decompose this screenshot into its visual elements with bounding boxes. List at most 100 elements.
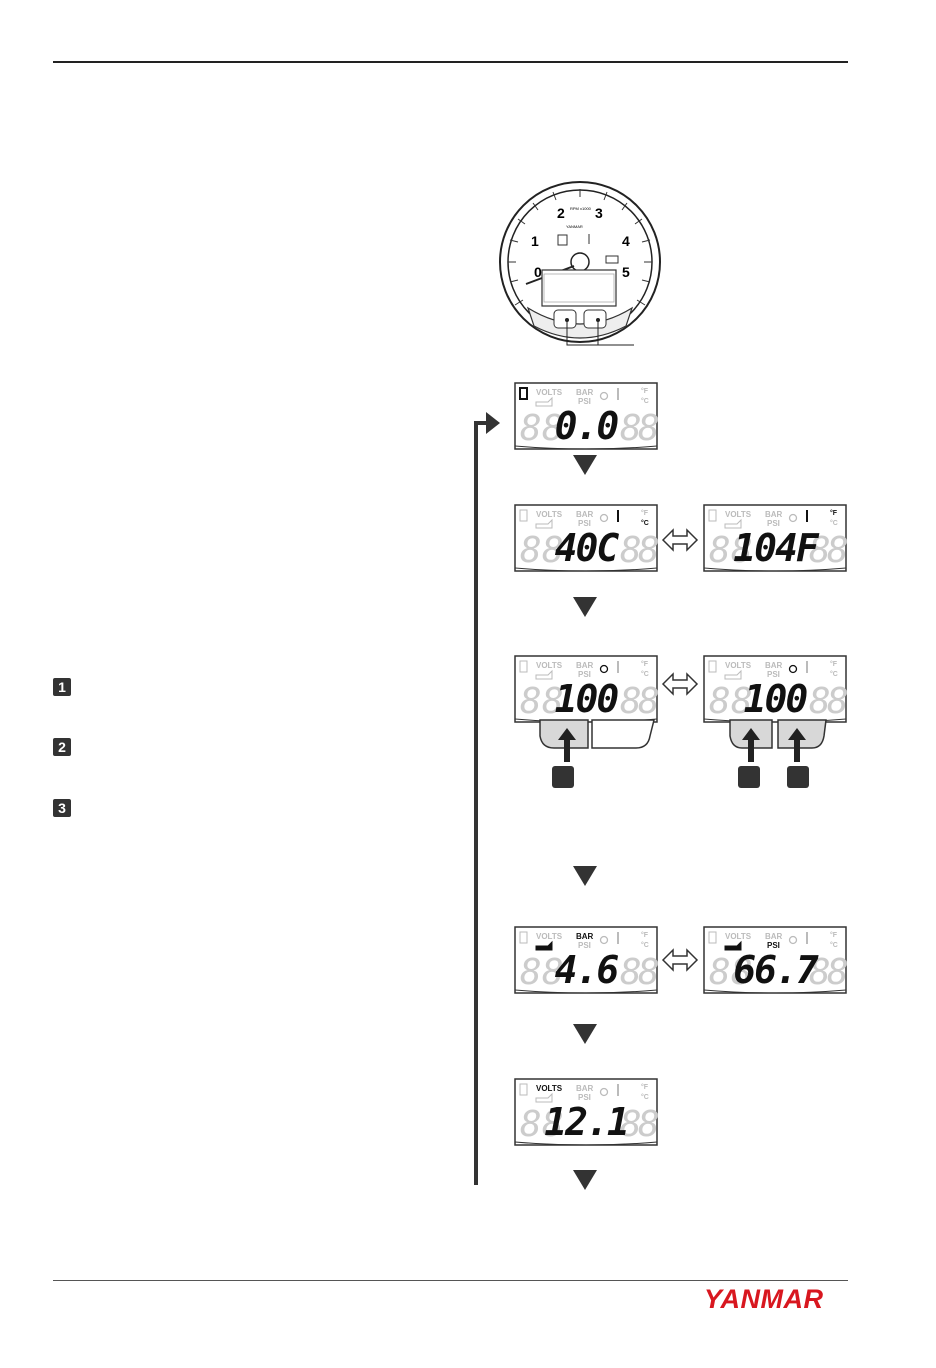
svg-text:°F: °F	[830, 660, 838, 668]
legend-number-3: 3	[53, 799, 71, 817]
svg-text:°C: °C	[830, 519, 838, 527]
swap-arrow-2	[661, 672, 699, 696]
svg-text:8: 8	[620, 952, 642, 993]
svg-text:°C: °C	[641, 670, 649, 678]
badge-button-2	[738, 766, 760, 788]
loop-top-line	[474, 421, 492, 425]
badge-button-3	[787, 766, 809, 788]
lcd-value: 104F	[733, 526, 819, 570]
header-rule	[53, 61, 848, 63]
swap-arrow-3	[661, 948, 699, 972]
svg-text:8: 8	[620, 681, 642, 722]
scale-2: 2	[557, 205, 565, 221]
svg-text:VOLTS: VOLTS	[536, 388, 563, 397]
svg-text:PSI: PSI	[767, 519, 780, 528]
down-arrow-2	[573, 597, 597, 617]
svg-text:8: 8	[827, 530, 847, 571]
svg-text:BAR: BAR	[576, 388, 594, 397]
svg-text:BAR: BAR	[576, 1084, 594, 1093]
svg-text:PSI: PSI	[578, 670, 591, 679]
svg-text:YANMAR: YANMAR	[566, 224, 583, 229]
scale-3: 3	[595, 205, 603, 221]
svg-text:VOLTS: VOLTS	[725, 932, 752, 941]
svg-text:8: 8	[520, 952, 542, 993]
svg-text:8: 8	[731, 952, 753, 993]
svg-text:BAR: BAR	[765, 510, 783, 519]
svg-text:8: 8	[638, 1104, 658, 1145]
button-press-left	[539, 719, 655, 762]
svg-text:BAR: BAR	[576, 661, 594, 670]
svg-text:8: 8	[542, 1104, 564, 1145]
lcd-value: 0.0	[554, 404, 620, 448]
svg-text:8: 8	[620, 530, 642, 571]
svg-text:8: 8	[638, 952, 658, 993]
svg-text:8: 8	[809, 530, 831, 571]
lcd-value: 4.6	[554, 948, 620, 992]
svg-text:VOLTS: VOLTS	[536, 1084, 563, 1093]
svg-text:RPM x1000: RPM x1000	[570, 206, 592, 211]
svg-text:°F: °F	[830, 931, 838, 939]
legend-number-1: 1	[53, 678, 71, 696]
svg-text:BAR: BAR	[765, 661, 783, 670]
lcd-value: 100	[554, 677, 620, 721]
yanmar-logo: YANMAR	[704, 1284, 824, 1314]
svg-text:PSI: PSI	[578, 519, 591, 528]
svg-text:°F: °F	[641, 931, 649, 939]
svg-text:BAR: BAR	[765, 932, 783, 941]
svg-text:8: 8	[731, 530, 753, 571]
svg-text:°C: °C	[830, 670, 838, 678]
svg-text:8: 8	[542, 408, 564, 449]
swap-arrow-1	[661, 528, 699, 552]
svg-text:°F: °F	[641, 387, 649, 395]
loop-line	[474, 422, 478, 1185]
lcd-value: 66.7	[733, 948, 819, 992]
svg-text:8: 8	[809, 681, 831, 722]
svg-text:°C: °C	[641, 941, 649, 949]
down-arrow-3	[573, 866, 597, 886]
svg-text:8: 8	[827, 681, 847, 722]
svg-text:°C: °C	[641, 1093, 649, 1101]
down-arrow-1	[573, 455, 597, 475]
svg-text:°F: °F	[641, 660, 649, 668]
svg-text:8: 8	[542, 530, 564, 571]
svg-text:8: 8	[520, 530, 542, 571]
lcd-value: 12.1	[544, 1100, 630, 1144]
svg-text:BAR: BAR	[576, 510, 594, 519]
svg-text:VOLTS: VOLTS	[536, 510, 563, 519]
svg-text:PSI: PSI	[767, 670, 780, 679]
svg-text:VOLTS: VOLTS	[536, 661, 563, 670]
svg-text:8: 8	[638, 408, 658, 449]
svg-text:PSI: PSI	[767, 941, 780, 950]
svg-text:8: 8	[638, 530, 658, 571]
svg-text:°F: °F	[641, 1083, 649, 1091]
svg-text:8: 8	[620, 1104, 642, 1145]
svg-text:8: 8	[542, 952, 564, 993]
svg-text:PSI: PSI	[578, 1093, 591, 1102]
svg-text:8: 8	[638, 681, 658, 722]
svg-text:8: 8	[827, 952, 847, 993]
down-arrow-4	[573, 1024, 597, 1044]
lcd-value: 40C	[554, 526, 620, 570]
button-press-both	[729, 719, 827, 762]
svg-text:VOLTS: VOLTS	[725, 661, 752, 670]
svg-text:8: 8	[520, 1104, 542, 1145]
lcd-value: 100	[743, 677, 809, 721]
svg-text:PSI: PSI	[578, 397, 591, 406]
svg-text:°C: °C	[641, 519, 649, 527]
svg-text:8: 8	[542, 681, 564, 722]
svg-text:8: 8	[620, 408, 642, 449]
svg-text:°F: °F	[830, 509, 838, 517]
svg-text:8: 8	[809, 952, 831, 993]
svg-text:VOLTS: VOLTS	[725, 510, 752, 519]
svg-text:PSI: PSI	[578, 941, 591, 950]
legend-number-2: 2	[53, 738, 71, 756]
svg-text:8: 8	[520, 681, 542, 722]
scale-1: 1	[531, 233, 539, 249]
